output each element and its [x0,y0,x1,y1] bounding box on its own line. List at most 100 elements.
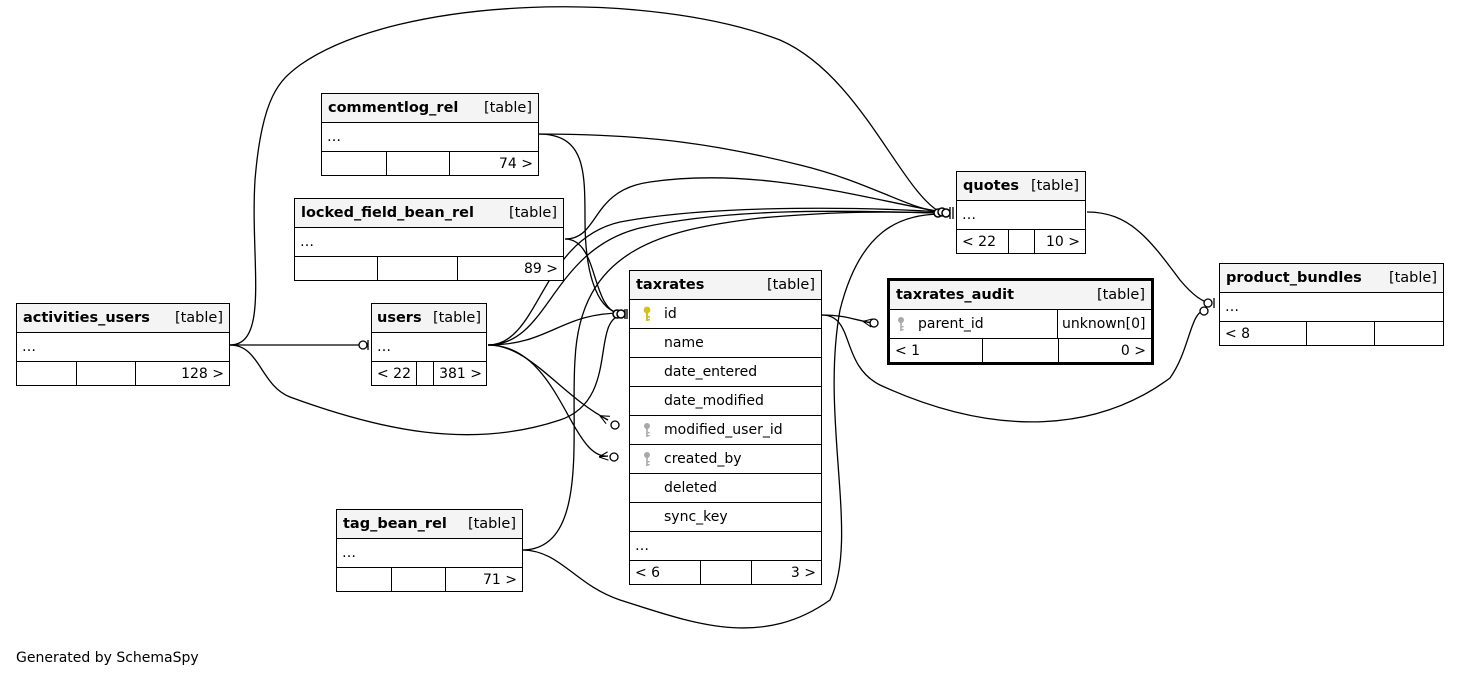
table-footer: 128 > [17,362,229,385]
footer-spacer [1009,230,1035,253]
foreign-key-icon [638,451,656,467]
table-footer: < 6 3 > [630,561,821,584]
table-kind: [table] [1096,287,1145,303]
column-type: unknown[0] [1062,316,1146,332]
table-tag-bean-rel[interactable]: tag_bean_rel [table] … 71 > [336,509,523,592]
table-activities-users[interactable]: activities_users[table] … 128 > [16,303,230,386]
column-name: id [664,306,677,322]
table-kind: [table] [766,277,815,293]
table-users[interactable]: users[table] … < 22 381 > [371,303,487,386]
column-name: date_modified [664,393,764,409]
table-product-bundles[interactable]: product_bundles [table] … < 8 [1219,263,1444,346]
child-count[interactable]: 128 > [181,365,224,382]
more-columns: … [372,333,486,362]
table-name: taxrates_audit [896,287,1015,303]
column-name: date_entered [664,364,758,380]
table-name: quotes [963,178,1020,194]
table-name: product_bundles [1226,270,1362,286]
more-columns: … [17,333,229,362]
more-columns: … [957,201,1085,230]
column-row: deleted [630,474,821,503]
edge-users-created [487,344,608,456]
column-name: sync_key [664,509,728,525]
parent-count [295,257,378,280]
column-row: sync_key [630,503,821,532]
table-footer: 74 > [322,152,538,175]
foreign-key-icon [896,316,910,332]
table-kind: [table] [467,516,516,532]
table-kind: [table] [1388,270,1437,286]
table-footer: < 1 0 > [890,339,1151,362]
footer-spacer [1307,322,1375,345]
column-row: created_by [630,445,821,474]
parent-count[interactable]: < 22 [957,230,1009,253]
column-row: parent_id unknown[0] [890,310,1151,339]
parent-count[interactable]: < 22 [372,362,417,385]
table-footer: 71 > [337,568,522,591]
table-name: commentlog_rel [328,100,459,116]
table-kind: [table] [483,100,532,116]
table-footer: 89 > [295,257,563,280]
child-count[interactable]: 89 > [524,260,558,277]
table-footer: < 8 [1220,322,1443,345]
column-row: id [630,300,821,329]
footer-spacer [387,152,450,175]
child-count[interactable]: 381 > [439,365,482,382]
more-columns: … [322,123,538,152]
edge-users-quotes-1 [487,207,943,346]
edge-taxrates-bundles [821,309,1206,423]
footer-spacer [701,561,752,584]
edge-activities-quotes [229,6,941,346]
column-name: deleted [664,480,717,496]
table-name: activities_users [23,310,150,326]
edge-tag-taxrates [521,213,943,629]
child-count[interactable]: 71 > [483,571,517,588]
primary-key-icon [638,306,656,322]
footer-spacer [77,362,136,385]
column-name: name [664,335,704,351]
child-count[interactable]: 74 > [499,155,533,172]
column-row: name [630,329,821,358]
table-taxrates-audit[interactable]: taxrates_audit [table] parent_id unknown[… [887,278,1154,365]
child-count[interactable]: 3 > [790,564,816,581]
edge-users-taxrates-id [487,312,623,346]
footer-spacer [983,339,1059,362]
table-kind: [table] [508,205,557,221]
more-columns: … [295,228,563,257]
parent-count [322,152,387,175]
table-name: users [377,310,422,326]
generated-by-note: Generated by SchemaSpy [16,650,199,666]
column-row: modified_user_id [630,416,821,445]
edge-commentlog-quotes [537,133,943,213]
table-footer: < 22 381 > [372,362,486,385]
table-locked-field-bean-rel[interactable]: locked_field_bean_rel[table] … 89 > [294,198,564,281]
edge-locked-taxrates [564,238,623,315]
more-columns: … [630,532,821,561]
foreign-key-icon [638,422,656,438]
child-count [1375,322,1443,345]
column-name: created_by [664,451,742,467]
column-name: parent_id [918,316,984,332]
table-name: taxrates [636,277,705,293]
table-taxrates[interactable]: taxrates [table] id name date_entered dat… [629,270,822,585]
table-quotes[interactable]: quotes [table] … < 22 10 > [956,171,1086,254]
edge-quotes-bundles [1086,211,1213,304]
parent-count[interactable]: < 6 [630,561,701,584]
column-row: date_modified [630,387,821,416]
edge-activities-taxrates [229,314,623,436]
more-columns: … [337,539,522,568]
parent-count[interactable]: < 1 [890,339,983,362]
column-name: modified_user_id [664,422,783,438]
table-commentlog-rel[interactable]: commentlog_rel [table] … 74 > [321,93,539,176]
edge-commentlog-taxrates [537,133,623,314]
edge-tag-quotes [521,211,943,551]
table-name: tag_bean_rel [343,516,447,532]
more-columns: … [1220,293,1443,322]
parent-count [17,362,77,385]
table-kind: [table] [1030,178,1079,194]
child-count: 0 > [1120,342,1146,359]
child-count[interactable]: 10 > [1046,233,1080,250]
parent-count[interactable]: < 8 [1220,322,1307,345]
edge-locked-quotes [564,177,943,240]
table-footer: < 22 10 > [957,230,1085,253]
